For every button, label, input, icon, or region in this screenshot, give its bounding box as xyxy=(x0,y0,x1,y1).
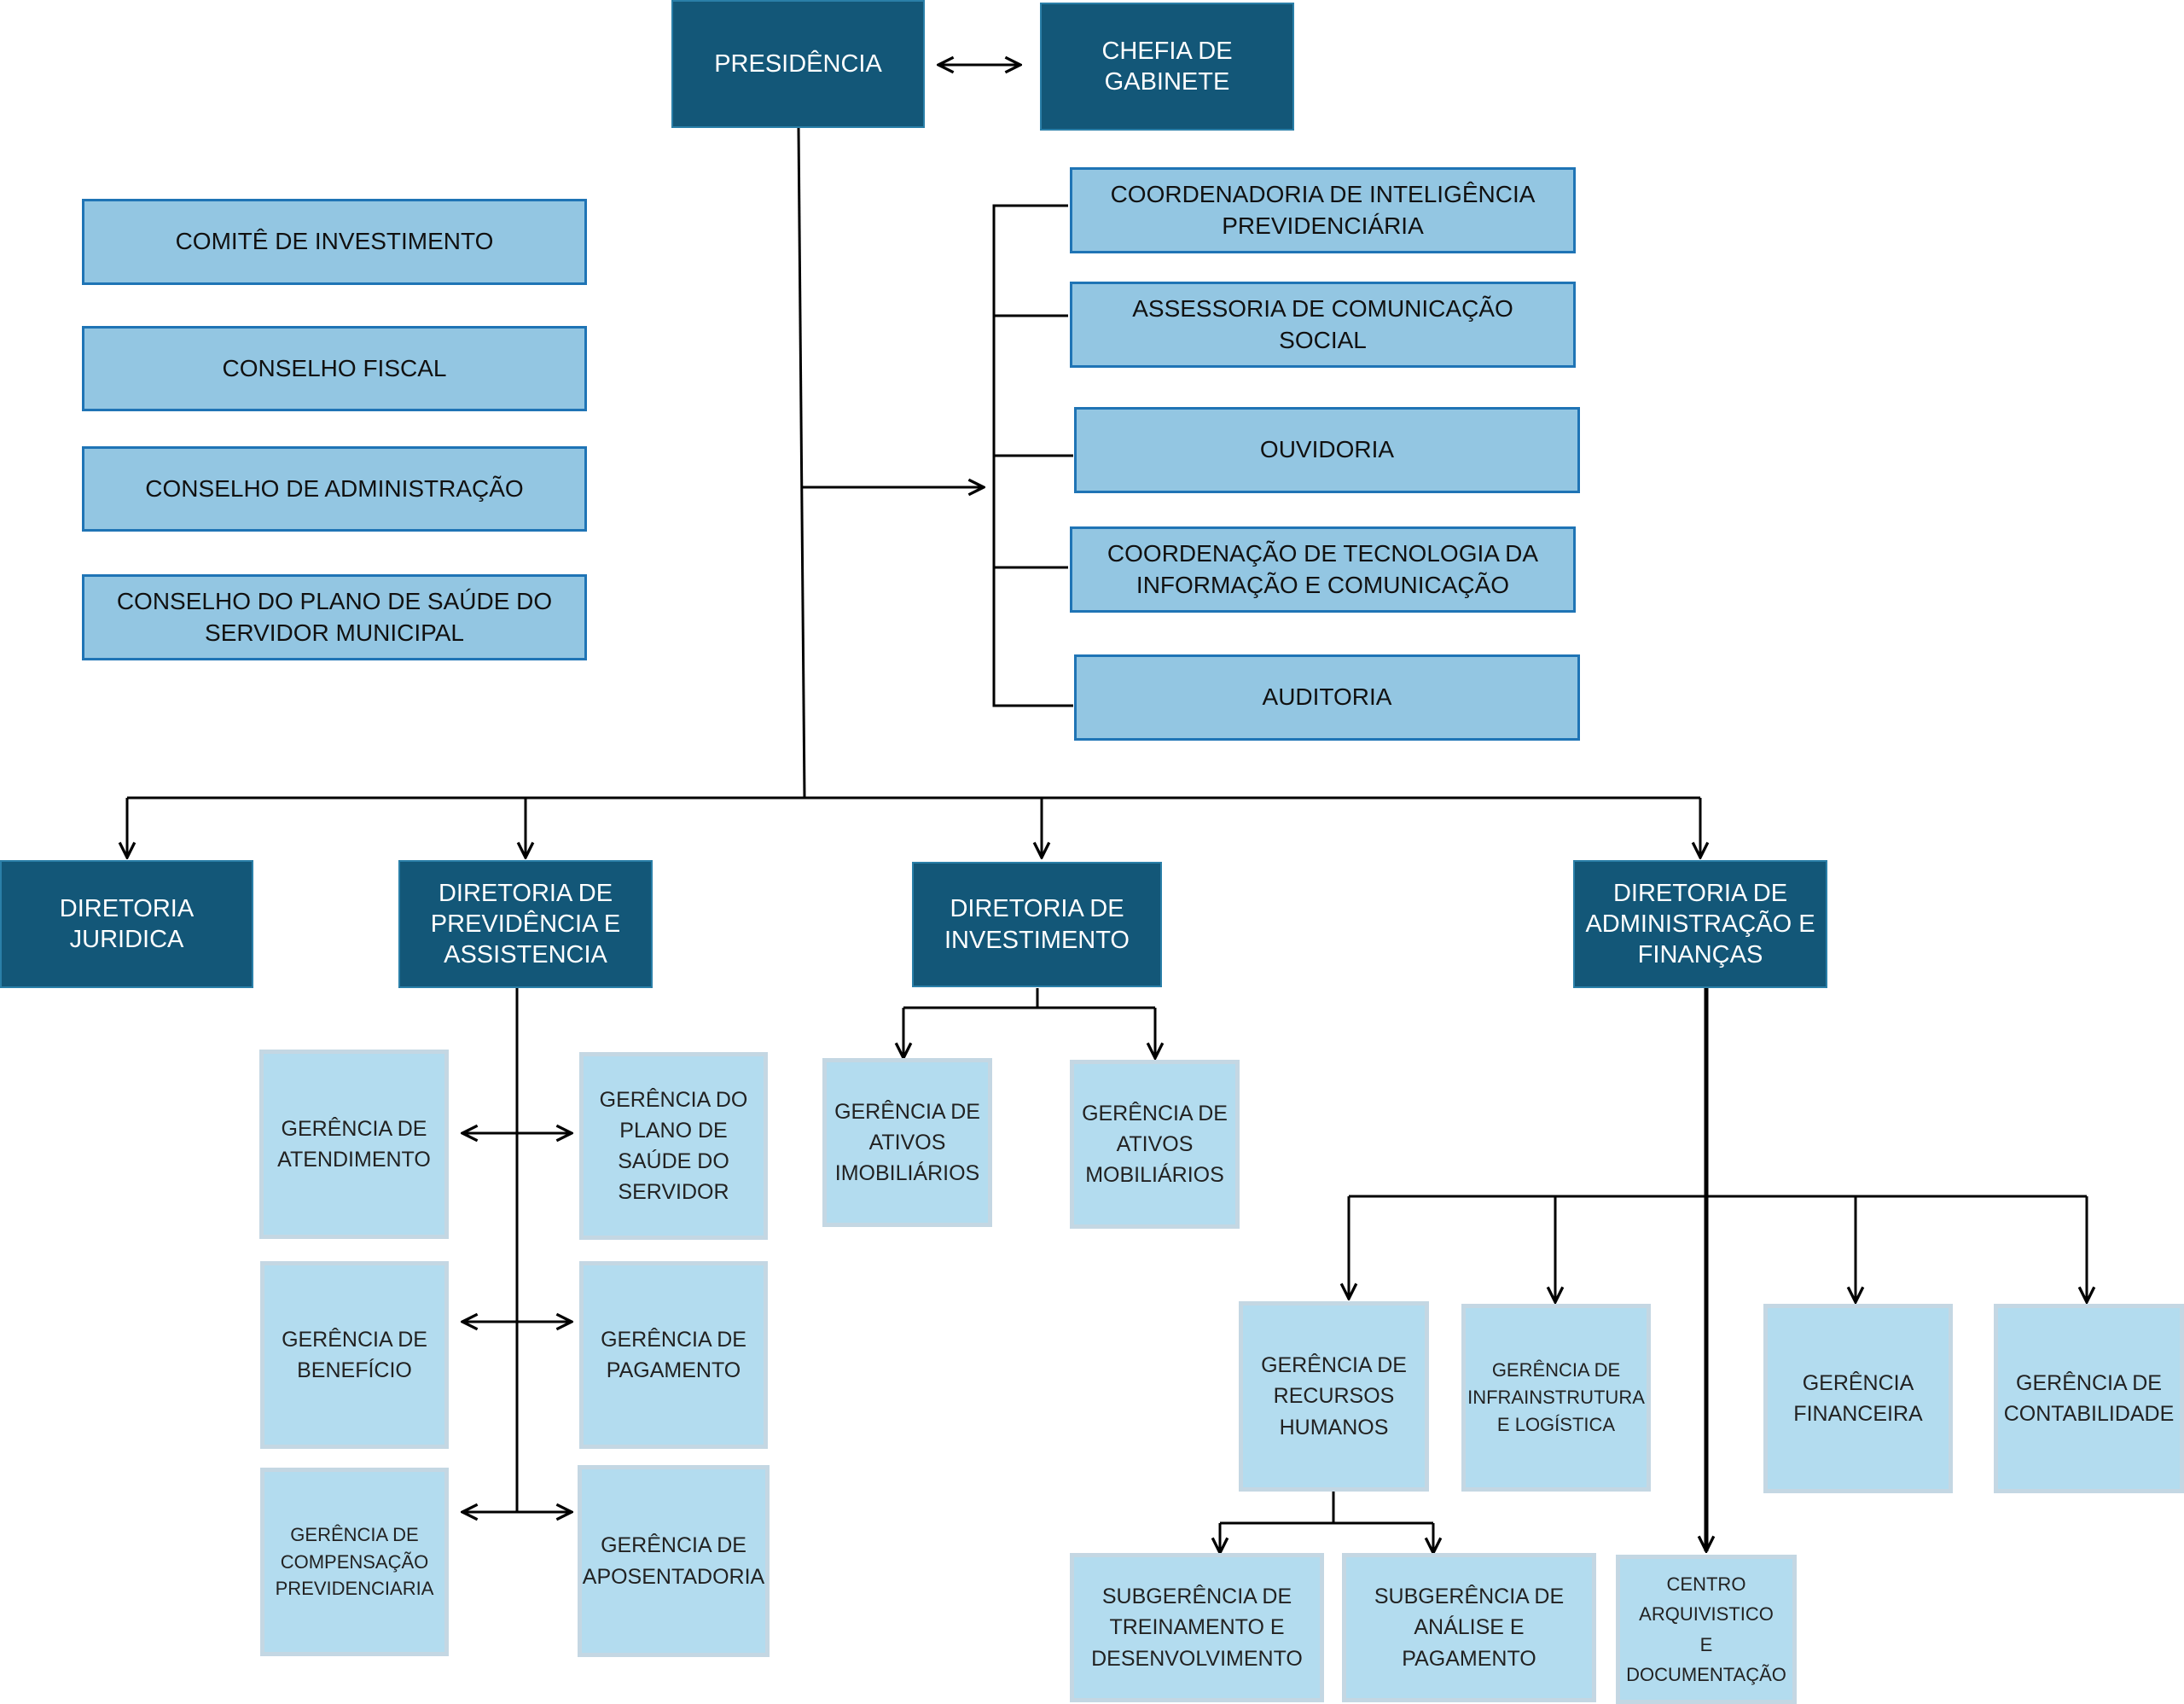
unit-gerencia-compensacao[interactable]: GERÊNCIA DE COMPENSAÇÃO PREVIDENCIARIA xyxy=(260,1468,449,1656)
advisory-coordenacao-tecnologia[interactable]: COORDENAÇÃO DE TECNOLOGIA DA INFORMAÇÃO … xyxy=(1070,526,1576,613)
unit-centro-arquivistico[interactable]: CENTRO ARQUIVISTICO E DOCUMENTAÇÃO xyxy=(1616,1555,1797,1704)
advisory-ouvidoria[interactable]: OUVIDORIA xyxy=(1074,407,1580,493)
advisory-auditoria[interactable]: AUDITORIA xyxy=(1074,654,1580,741)
unit-subgerencia-treinamento[interactable]: SUBGERÊNCIA DE TREINAMENTO E DESENVOLVIM… xyxy=(1070,1553,1324,1702)
unit-gerencia-recursos-humanos[interactable]: GERÊNCIA DE RECURSOS HUMANOS xyxy=(1239,1301,1429,1492)
presidencia-trunk xyxy=(797,127,806,799)
unit-gerencia-financeira[interactable]: GERÊNCIA FINANCEIRA xyxy=(1763,1304,1953,1493)
chefia-gabinete-box[interactable]: CHEFIA DE GABINETE xyxy=(1040,3,1294,131)
advisory-coordenadoria-inteligencia[interactable]: COORDENADORIA DE INTELIGÊNCIA PREVIDENCI… xyxy=(1070,167,1576,253)
council-conselho-fiscal[interactable]: CONSELHO FISCAL xyxy=(82,326,587,411)
unit-gerencia-pagamento[interactable]: GERÊNCIA DE PAGAMENTO xyxy=(579,1261,768,1449)
presidencia-box[interactable]: PRESIDÊNCIA xyxy=(671,0,925,128)
unit-gerencia-beneficio[interactable]: GERÊNCIA DE BENEFÍCIO xyxy=(260,1261,449,1449)
unit-gerencia-atendimento[interactable]: GERÊNCIA DE ATENDIMENTO xyxy=(259,1050,449,1239)
council-conselho-plano-saude[interactable]: CONSELHO DO PLANO DE SAÚDE DO SERVIDOR M… xyxy=(82,574,587,660)
directorate-previdencia[interactable]: DIRETORIA DE PREVIDÊNCIA E ASSISTENCIA xyxy=(398,860,653,988)
directorate-administracao[interactable]: DIRETORIA DE ADMINISTRAÇÃO E FINANÇAS xyxy=(1573,860,1827,988)
unit-gerencia-plano-saude[interactable]: GERÊNCIA DO PLANO DE SAÚDE DO SERVIDOR xyxy=(579,1052,768,1240)
unit-ativos-imobiliarios[interactable]: GERÊNCIA DE ATIVOS IMOBILIÁRIOS xyxy=(822,1058,992,1227)
council-comite-investimento[interactable]: COMITÊ DE INVESTIMENTO xyxy=(82,199,587,285)
unit-gerencia-contabilidade[interactable]: GERÊNCIA DE CONTABILIDADE xyxy=(1994,1304,2184,1493)
advisory-assessoria-comunicacao[interactable]: ASSESSORIA DE COMUNICAÇÃO SOCIAL xyxy=(1070,282,1576,368)
unit-ativos-mobiliarios[interactable]: GERÊNCIA DE ATIVOS MOBILIÁRIOS xyxy=(1070,1060,1240,1229)
unit-gerencia-infraestrutura[interactable]: GERÊNCIA DE INFRAINSTRUTURA E LOGÍSTICA xyxy=(1461,1304,1651,1492)
council-conselho-administracao[interactable]: CONSELHO DE ADMINISTRAÇÃO xyxy=(82,446,587,532)
unit-subgerencia-analise[interactable]: SUBGERÊNCIA DE ANÁLISE E PAGAMENTO xyxy=(1342,1553,1596,1702)
unit-gerencia-aposentadoria[interactable]: GERÊNCIA DE APOSENTADORIA xyxy=(578,1465,770,1657)
directorate-juridica[interactable]: DIRETORIA JURIDICA xyxy=(0,860,253,988)
directorate-investimento[interactable]: DIRETORIA DE INVESTIMENTO xyxy=(912,862,1162,987)
